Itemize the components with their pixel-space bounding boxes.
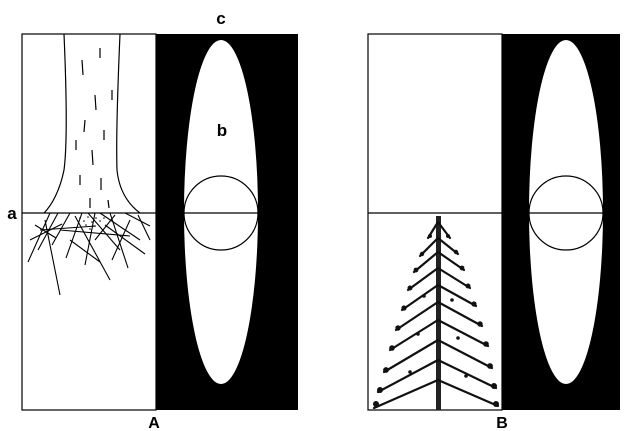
- label-b: b: [217, 121, 227, 140]
- panel-b-caption: B: [496, 415, 508, 431]
- panel-a: [22, 34, 298, 410]
- panel-a-light-half: [22, 34, 156, 410]
- panel-a-caption: A: [148, 415, 160, 431]
- panel-b-light-half: [368, 34, 502, 410]
- label-a: a: [7, 204, 17, 223]
- panel-a-white-ellipse: [184, 40, 258, 384]
- label-c: c: [216, 9, 225, 28]
- panel-b: [368, 34, 620, 410]
- panel-b-white-ellipse: [529, 40, 603, 384]
